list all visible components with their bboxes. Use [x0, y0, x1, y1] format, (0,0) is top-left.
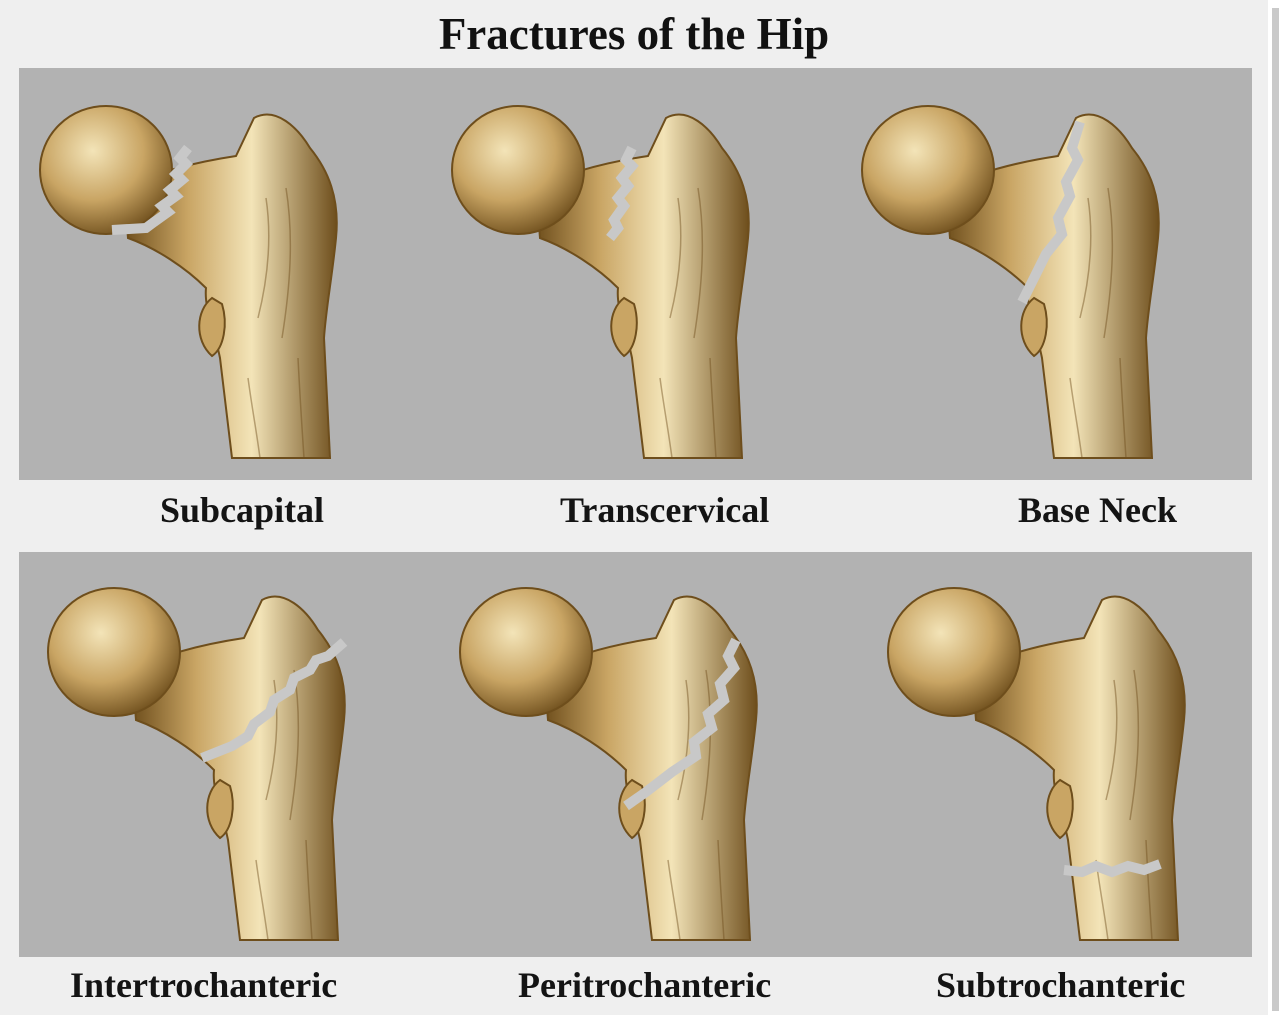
femur-intertrochanteric-illustration: [44, 560, 374, 950]
figure-right-border: [1272, 8, 1279, 1011]
femoral-head: [48, 588, 180, 716]
femur-subcapital-illustration: [36, 78, 366, 468]
femur-peritrochanteric-illustration: [456, 560, 786, 950]
femoral-head: [888, 588, 1020, 716]
femur-transcervical-illustration: [448, 78, 778, 468]
femur-subtrochanteric-illustration: [884, 560, 1214, 950]
femoral-head: [862, 106, 994, 234]
femoral-head: [460, 588, 592, 716]
label-peritrochanteric: Peritrochanteric: [518, 965, 771, 1005]
label-subtrochanteric: Subtrochanteric: [936, 965, 1185, 1005]
label-transcervical: Transcervical: [560, 490, 769, 530]
femoral-head: [40, 106, 172, 234]
label-intertrochanteric: Intertrochanteric: [70, 965, 337, 1005]
figure-title: Fractures of the Hip: [0, 8, 1268, 60]
femoral-head: [452, 106, 584, 234]
label-subcapital: Subcapital: [160, 490, 324, 530]
label-base-neck: Base Neck: [1018, 490, 1177, 530]
femur-base-neck-illustration: [858, 78, 1188, 468]
